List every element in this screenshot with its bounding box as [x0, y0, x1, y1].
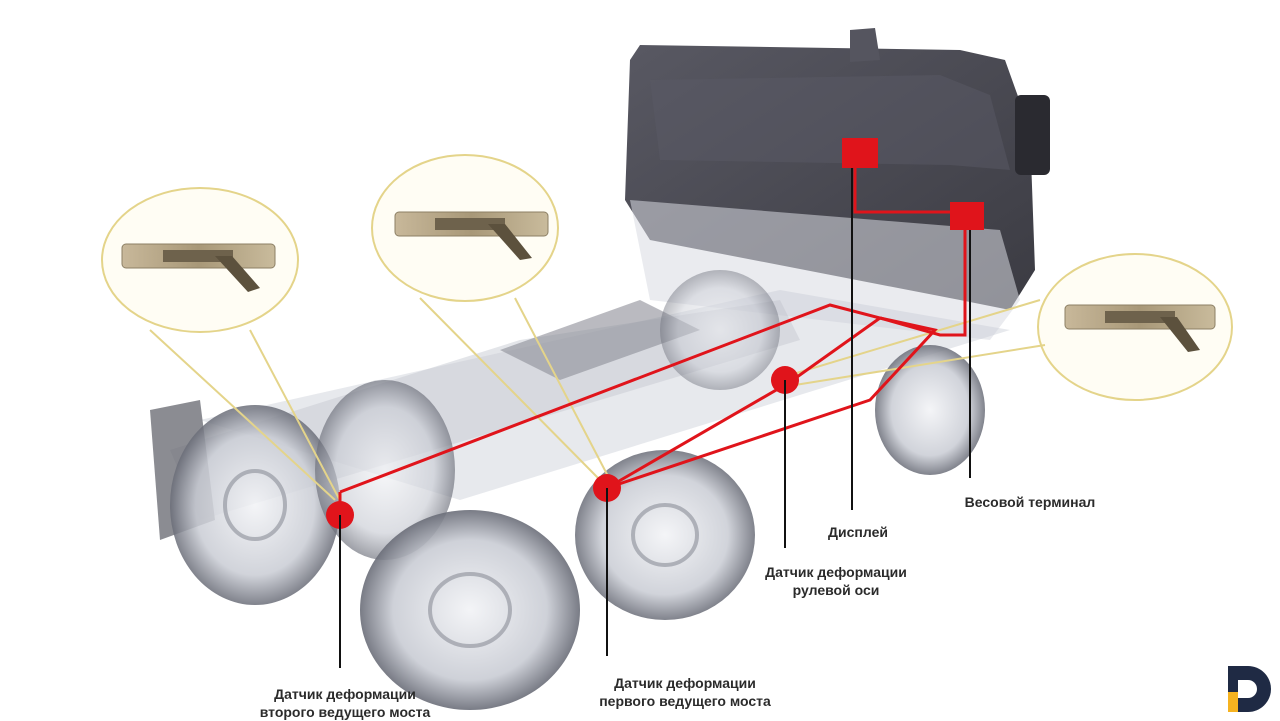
- label-first-line2: первого ведущего моста: [599, 693, 771, 709]
- label-second-line2: второго ведущего моста: [259, 704, 431, 720]
- middle-wheel-front: [360, 510, 580, 710]
- brand-logo-icon: [1228, 666, 1271, 712]
- callout-connectors: [149, 297, 1046, 511]
- label-steering-line2: рулевой оси: [792, 582, 880, 598]
- sensor-illustration-first: [394, 211, 549, 260]
- front-wheel: [875, 345, 985, 475]
- sensor-illustration-second: [121, 243, 276, 292]
- label-steering-line1: Датчик деформации: [765, 564, 907, 580]
- wiring-harness: [338, 155, 967, 515]
- label-second-drive-axle-sensor: Датчик деформации второго ведущего моста: [225, 685, 465, 721]
- sensor-illustration-steering: [1064, 304, 1216, 352]
- label-first-drive-axle-sensor: Датчик деформации первого ведущего моста: [570, 674, 800, 710]
- wheels: [170, 270, 985, 710]
- rear-wheel-left: [170, 405, 340, 605]
- label-display: Дисплей: [828, 524, 888, 540]
- label-second-line1: Датчик деформации: [274, 686, 416, 702]
- label-steering-axle-sensor: Датчик деформации рулевой оси: [746, 563, 926, 599]
- label-weight-terminal: Весовой терминал: [964, 494, 1096, 510]
- label-pointers: [339, 168, 971, 668]
- display-unit: [842, 138, 878, 168]
- label-first-line1: Датчик деформации: [614, 675, 756, 691]
- side-mirror: [1015, 95, 1050, 175]
- weight-terminal-unit: [950, 202, 984, 230]
